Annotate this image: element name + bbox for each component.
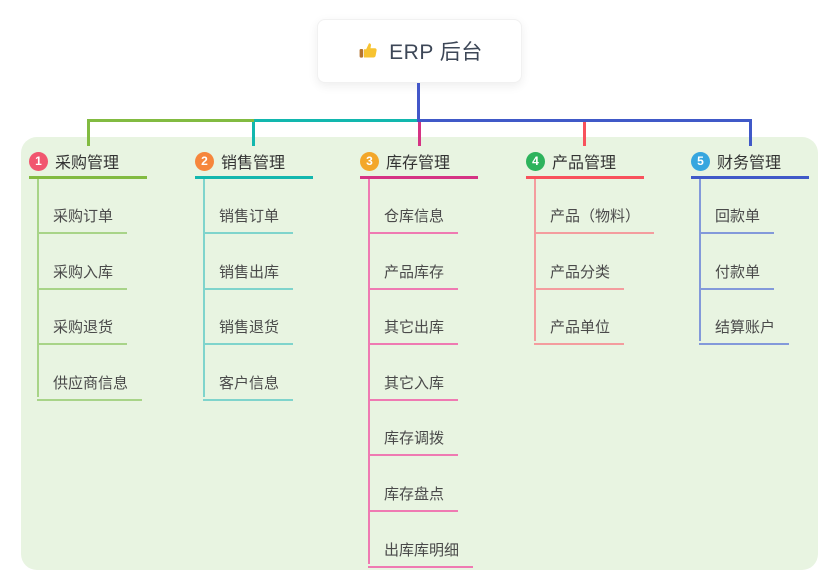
branch-node-label: 库存管理 xyxy=(386,155,451,172)
child-node[interactable]: 付款单 xyxy=(699,250,775,290)
branch-connector-drop xyxy=(86,119,90,146)
child-node[interactable]: 采购入库 xyxy=(37,250,128,290)
child-node[interactable]: 库存盘点 xyxy=(368,472,459,512)
branch-underline xyxy=(526,176,644,179)
branches-panel xyxy=(21,137,818,570)
branch-number-badge: 3 xyxy=(360,151,379,171)
branch-connector-drop xyxy=(417,119,421,146)
branch-number-badge: 5 xyxy=(691,151,710,171)
child-node[interactable]: 客户信息 xyxy=(203,361,294,401)
child-node[interactable]: 销售订单 xyxy=(203,194,294,234)
branch-connector-drop xyxy=(748,119,752,146)
branch-number-badge: 2 xyxy=(195,151,214,171)
branch-node-5[interactable]: 5 财务管理 xyxy=(691,149,809,173)
branch-connector-drop xyxy=(583,119,586,146)
branch-connector-drop xyxy=(252,119,255,146)
root-rail-segment xyxy=(88,119,254,122)
child-node[interactable]: 其它出库 xyxy=(368,305,459,345)
child-node[interactable]: 产品（物料） xyxy=(534,194,655,234)
child-node[interactable]: 回款单 xyxy=(699,194,775,234)
branch-underline xyxy=(691,176,809,179)
thumbs-up-icon xyxy=(356,39,380,63)
branch-node-1[interactable]: 1 采购管理 xyxy=(29,149,147,173)
child-node[interactable]: 销售出库 xyxy=(203,250,294,290)
branch-node-3[interactable]: 3 库存管理 xyxy=(360,149,478,173)
root-rail-segment xyxy=(253,119,419,122)
branch-node-label: 产品管理 xyxy=(552,155,617,172)
branch-number-badge: 4 xyxy=(526,151,545,171)
child-node[interactable]: 库存调拨 xyxy=(368,416,459,456)
child-node[interactable]: 其它入库 xyxy=(368,361,459,401)
child-node[interactable]: 采购订单 xyxy=(37,194,128,234)
branch-node-label: 采购管理 xyxy=(55,155,120,172)
branch-trunk-line xyxy=(699,179,701,341)
branch-node-4[interactable]: 4 产品管理 xyxy=(526,149,644,173)
child-node[interactable]: 仓库信息 xyxy=(368,194,459,234)
branch-underline xyxy=(360,176,478,179)
root-rail-segment xyxy=(419,119,752,122)
branch-number-badge: 1 xyxy=(29,151,48,171)
child-node[interactable]: 产品单位 xyxy=(534,305,625,345)
child-node[interactable]: 销售退货 xyxy=(203,305,294,345)
root-connector xyxy=(417,83,420,122)
root-node[interactable]: ERP 后台 xyxy=(317,19,522,83)
child-node[interactable]: 结算账户 xyxy=(699,305,790,345)
child-node[interactable]: 供应商信息 xyxy=(37,361,143,401)
child-node[interactable]: 采购退货 xyxy=(37,305,128,345)
branch-node-label: 财务管理 xyxy=(717,155,782,172)
child-node[interactable]: 产品分类 xyxy=(534,250,625,290)
branch-trunk-line xyxy=(368,179,370,564)
child-node[interactable]: 产品库存 xyxy=(368,250,459,290)
branch-underline xyxy=(29,176,147,179)
branch-node-label: 销售管理 xyxy=(221,155,286,172)
branch-trunk-line xyxy=(534,179,536,341)
branch-underline xyxy=(195,176,313,179)
root-node-title: ERP 后台 xyxy=(389,41,483,64)
child-node[interactable]: 出库库明细 xyxy=(368,528,474,568)
branch-node-2[interactable]: 2 销售管理 xyxy=(195,149,313,173)
